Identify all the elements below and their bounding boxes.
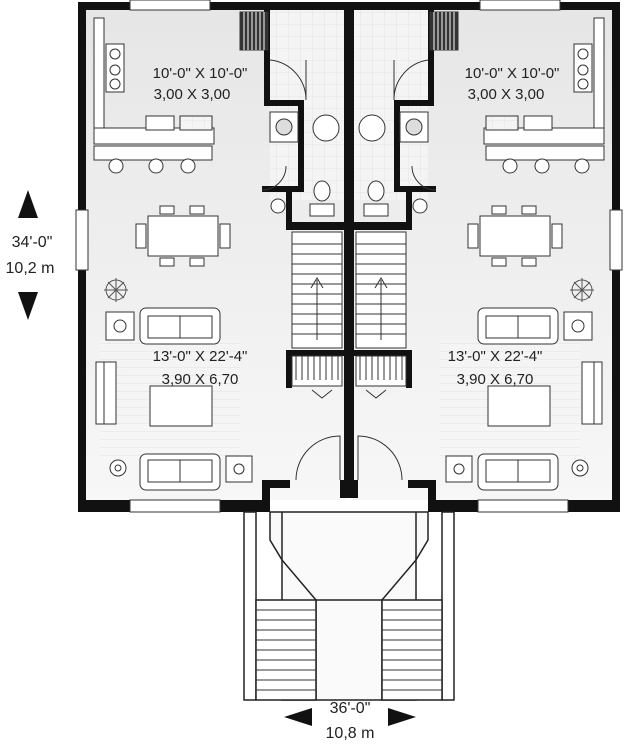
kitchen-right-dim-metric: 3,00 X 3,00 [468,86,545,103]
depth-dimension-imperial: 34'-0" [12,234,53,251]
windows [75,0,623,513]
living-right-dim-imperial: 13'-0" X 22'-4" [448,348,543,365]
depth-dimension-metric: 10,2 m [6,260,55,277]
bathroom-fixtures [269,111,429,217]
kitchen-left [93,11,269,174]
depth-arrow-down-icon [18,292,38,320]
stairs-left [291,231,343,399]
stairs-right [355,231,407,399]
width-dimension-metric: 10,8 m [326,725,375,742]
dining-set-left [135,205,231,267]
front-steps [256,609,442,691]
depth-arrow-up-icon [18,190,38,218]
living-furniture-left [95,278,253,491]
party-wall [344,10,354,490]
kitchen-right [429,11,605,174]
kitchen-left-dim-imperial: 10'-0" X 10'-0" [153,65,248,82]
living-left-dim-metric: 3,90 X 6,70 [162,371,239,388]
dining-set-right [467,205,563,267]
living-left-dim-imperial: 13'-0" X 22'-4" [153,348,248,365]
living-furniture-right [445,278,603,491]
kitchen-right-dim-imperial: 10'-0" X 10'-0" [465,65,560,82]
entry-porch [243,511,455,701]
living-right-dim-metric: 3,90 X 6,70 [457,371,534,388]
kitchen-left-dim-metric: 3,00 X 3,00 [154,86,231,103]
doors [261,59,437,481]
width-arrow-right-icon [388,708,416,726]
width-arrow-left-icon [284,708,312,726]
interior-walls [262,10,436,388]
width-dimension-imperial: 36'-0" [330,700,371,717]
